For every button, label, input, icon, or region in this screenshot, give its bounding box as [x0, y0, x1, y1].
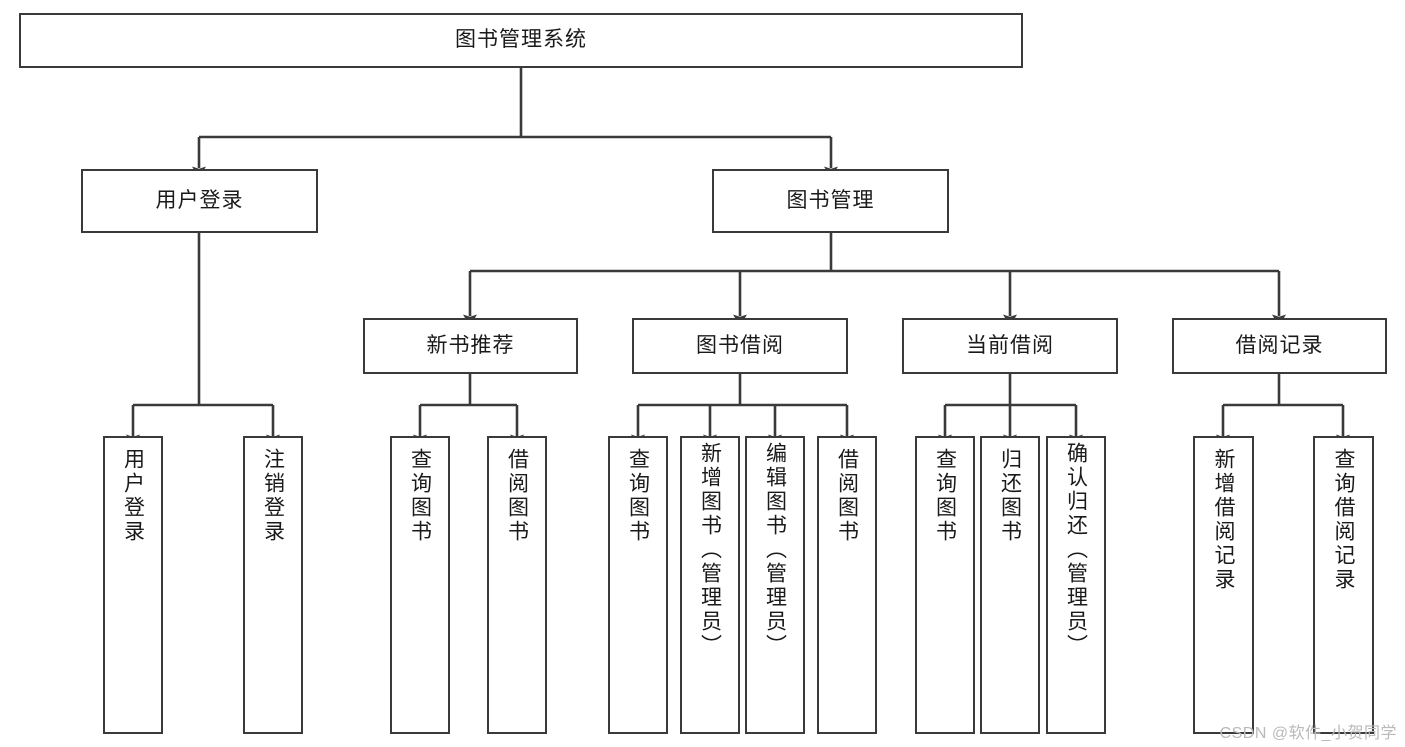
- node-leaf-user-logout[interactable]: 注销登录: [243, 436, 303, 734]
- node-user-login-label: 用户登录: [155, 188, 244, 212]
- node-leaf-user-login-label: 用户登录: [121, 448, 145, 544]
- node-leaf-query-book-1-label: 查询图书: [408, 448, 432, 544]
- node-leaf-user-logout-label: 注销登录: [261, 448, 285, 544]
- node-leaf-edit-book-label: 编辑图书（管理员）: [763, 442, 787, 658]
- node-leaf-query-record-label: 查询借阅记录: [1332, 448, 1355, 592]
- node-borrow-record-label: 借阅记录: [1235, 333, 1324, 357]
- node-new-book-recommend[interactable]: 新书推荐: [363, 318, 578, 374]
- node-root[interactable]: 图书管理系统: [19, 13, 1023, 68]
- node-book-borrow-label: 图书借阅: [696, 333, 784, 357]
- node-leaf-edit-book[interactable]: 编辑图书（管理员）: [745, 436, 805, 734]
- node-leaf-return-book[interactable]: 归还图书: [980, 436, 1040, 734]
- node-leaf-query-book-2[interactable]: 查询图书: [608, 436, 668, 734]
- node-book-borrow[interactable]: 图书借阅: [632, 318, 848, 374]
- watermark: CSDN @软件_小贺同学: [1219, 725, 1397, 742]
- node-user-login[interactable]: 用户登录: [81, 169, 318, 233]
- node-current-borrow-label: 当前借阅: [966, 333, 1054, 357]
- node-leaf-add-record[interactable]: 新增借阅记录: [1193, 436, 1254, 734]
- node-leaf-borrow-book-1[interactable]: 借阅图书: [487, 436, 547, 734]
- node-leaf-borrow-book-2[interactable]: 借阅图书: [817, 436, 877, 734]
- node-root-label: 图书管理系统: [455, 28, 587, 52]
- node-leaf-user-login[interactable]: 用户登录: [103, 436, 163, 734]
- node-book-manage-label: 图书管理: [786, 188, 875, 212]
- node-leaf-query-record[interactable]: 查询借阅记录: [1313, 436, 1374, 734]
- node-leaf-query-book-1[interactable]: 查询图书: [390, 436, 450, 734]
- node-leaf-confirm-return[interactable]: 确认归还（管理员）: [1046, 436, 1106, 734]
- node-leaf-borrow-book-2-label: 借阅图书: [835, 448, 859, 544]
- node-leaf-return-book-label: 归还图书: [998, 448, 1022, 544]
- node-leaf-query-book-3[interactable]: 查询图书: [915, 436, 975, 734]
- node-leaf-query-book-3-label: 查询图书: [933, 448, 957, 544]
- node-leaf-confirm-return-label: 确认归还（管理员）: [1064, 442, 1088, 658]
- node-leaf-query-book-2-label: 查询图书: [626, 448, 650, 544]
- node-leaf-add-record-label: 新增借阅记录: [1212, 448, 1235, 592]
- node-leaf-borrow-book-1-label: 借阅图书: [505, 448, 529, 544]
- node-leaf-add-book[interactable]: 新增图书（管理员）: [680, 436, 740, 734]
- node-book-manage[interactable]: 图书管理: [712, 169, 949, 233]
- node-current-borrow[interactable]: 当前借阅: [902, 318, 1118, 374]
- node-borrow-record[interactable]: 借阅记录: [1172, 318, 1387, 374]
- node-leaf-add-book-label: 新增图书（管理员）: [698, 442, 722, 658]
- node-new-book-recommend-label: 新书推荐: [426, 333, 515, 357]
